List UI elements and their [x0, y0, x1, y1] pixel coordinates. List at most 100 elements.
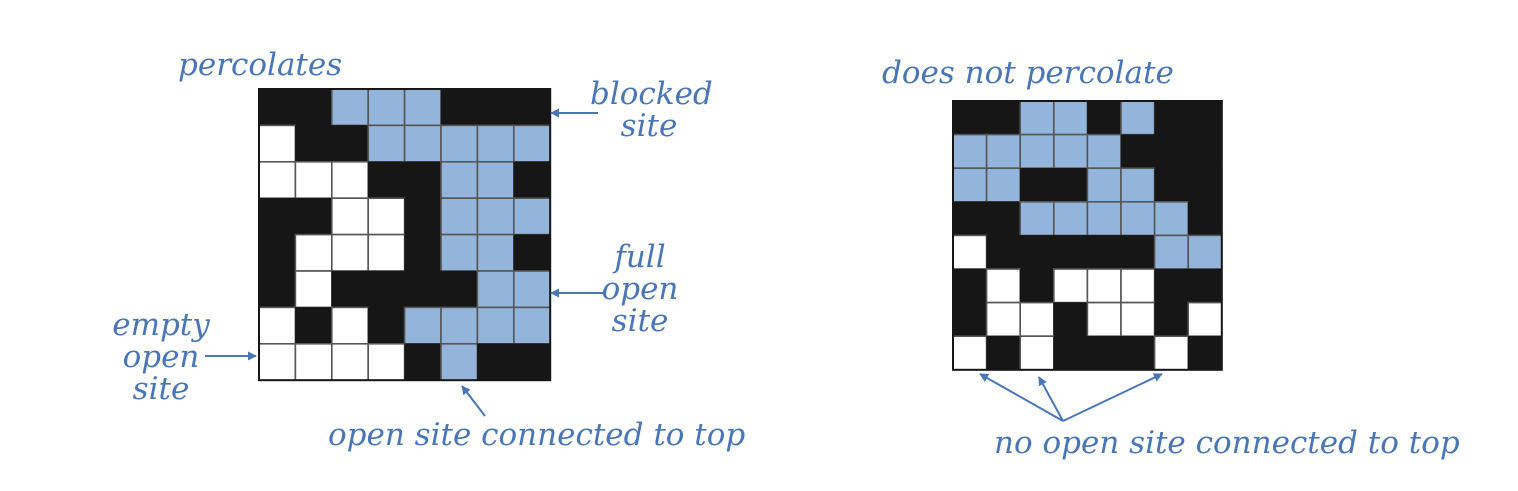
no-open-site-connected-label: no open site connected to top — [994, 425, 1460, 461]
full-open-site — [476, 124, 515, 163]
blocked-site — [295, 307, 333, 345]
empty-open-site — [1086, 301, 1122, 338]
full-open-site — [952, 167, 988, 203]
blocked-site — [367, 161, 405, 199]
empty-open-site — [952, 335, 988, 371]
blocked-site — [258, 234, 296, 272]
empty-open-site-label: empty open site — [112, 307, 210, 407]
empty-open-site — [367, 233, 406, 272]
full-open-site — [1153, 201, 1189, 237]
blocked-site — [258, 88, 296, 126]
blocked-site — [952, 268, 987, 303]
blocked-site — [404, 270, 442, 308]
blocked-site — [440, 88, 478, 126]
blocked-site — [986, 201, 1021, 236]
full-open-site — [367, 88, 406, 127]
full-open-site — [440, 306, 479, 345]
blocked-site — [404, 234, 442, 272]
blocked-site — [1187, 134, 1223, 169]
empty-open-site — [1120, 301, 1156, 338]
full-open-site — [512, 306, 551, 345]
no-connection-arrow-middle — [1038, 376, 1064, 422]
blocked-site — [513, 234, 551, 272]
full-open-site — [403, 306, 442, 345]
blocked-site — [1053, 235, 1088, 270]
blocked-site — [258, 197, 296, 235]
percolating-grid — [258, 88, 552, 382]
blocked-site — [440, 270, 478, 308]
empty-open-site — [330, 342, 369, 381]
blocked-site — [1053, 167, 1088, 203]
empty-open-site — [1187, 301, 1223, 338]
empty-open-site — [294, 270, 333, 309]
grid-border — [952, 100, 1223, 371]
empty-open-site — [1053, 268, 1089, 304]
empty-open-site — [1019, 301, 1055, 338]
full-open-site — [476, 197, 515, 236]
blocked-site — [513, 88, 551, 126]
empty-open-site — [294, 233, 333, 272]
full-open-site — [367, 124, 406, 163]
blocked-site — [986, 235, 1021, 270]
blocked-site — [1120, 235, 1155, 270]
blocked-site — [367, 270, 405, 308]
blocked-site — [477, 343, 515, 381]
empty-open-site — [1086, 268, 1122, 304]
full-open-site — [1187, 234, 1223, 270]
empty-open-site — [294, 342, 333, 381]
blocked-site — [1120, 134, 1155, 169]
blocked-site — [1154, 268, 1189, 303]
empty-open-site — [330, 197, 369, 236]
full-open-site — [1019, 100, 1055, 136]
empty-open-site — [258, 124, 297, 163]
blocked-site — [1187, 201, 1223, 236]
empty-open-site — [330, 161, 369, 200]
blocked-site — [1154, 167, 1189, 203]
empty-open-site — [367, 342, 406, 381]
blocked-site — [1087, 235, 1122, 270]
full-open-site — [476, 233, 515, 272]
blocked-site — [1154, 302, 1189, 337]
blocked-site — [952, 201, 987, 236]
full-open-site — [440, 233, 479, 272]
full-open-site — [403, 88, 442, 127]
blocked-site — [1154, 134, 1189, 169]
full-open-site — [1053, 201, 1089, 237]
blocked-site — [1087, 335, 1122, 371]
no-connection-arrow-right — [1062, 373, 1163, 422]
blocked-site — [1187, 167, 1223, 203]
empty-open-site — [258, 306, 297, 345]
blocked-site — [404, 197, 442, 235]
blocked-site — [513, 161, 551, 199]
blocked-site — [1187, 100, 1223, 135]
full-open-site — [1120, 167, 1156, 203]
blocked-site — [404, 343, 442, 381]
full-open-site-label: full open site — [601, 239, 679, 339]
open-site-connected-label: open site connected to top — [328, 417, 746, 453]
full-open-site — [330, 88, 369, 127]
blocked-site — [1087, 100, 1122, 135]
blocked-site — [1053, 335, 1088, 371]
blocked-site — [1019, 268, 1055, 303]
blocked-site — [477, 88, 515, 126]
blocked-site — [1187, 268, 1223, 303]
blocked-site — [331, 270, 369, 308]
blocked-site — [1019, 235, 1055, 270]
blocked-site — [1154, 100, 1189, 135]
full-open-site — [476, 161, 515, 200]
full-open-site — [512, 197, 551, 236]
full-open-site — [440, 197, 479, 236]
percolates-title: percolates — [178, 47, 343, 83]
blocked-site — [952, 100, 987, 135]
full-open-site — [512, 124, 551, 163]
full-open-site — [476, 306, 515, 345]
blocked-site — [1187, 335, 1223, 371]
full-open-site — [985, 167, 1021, 203]
blocked-site — [1120, 335, 1155, 371]
empty-open-site — [985, 301, 1021, 338]
blocked-site — [1019, 167, 1055, 203]
full-open-site — [952, 133, 988, 170]
open-site-connected-arrow — [461, 385, 486, 417]
blocked-site-label: blocked site — [590, 76, 713, 144]
empty-open-site — [1120, 268, 1156, 304]
